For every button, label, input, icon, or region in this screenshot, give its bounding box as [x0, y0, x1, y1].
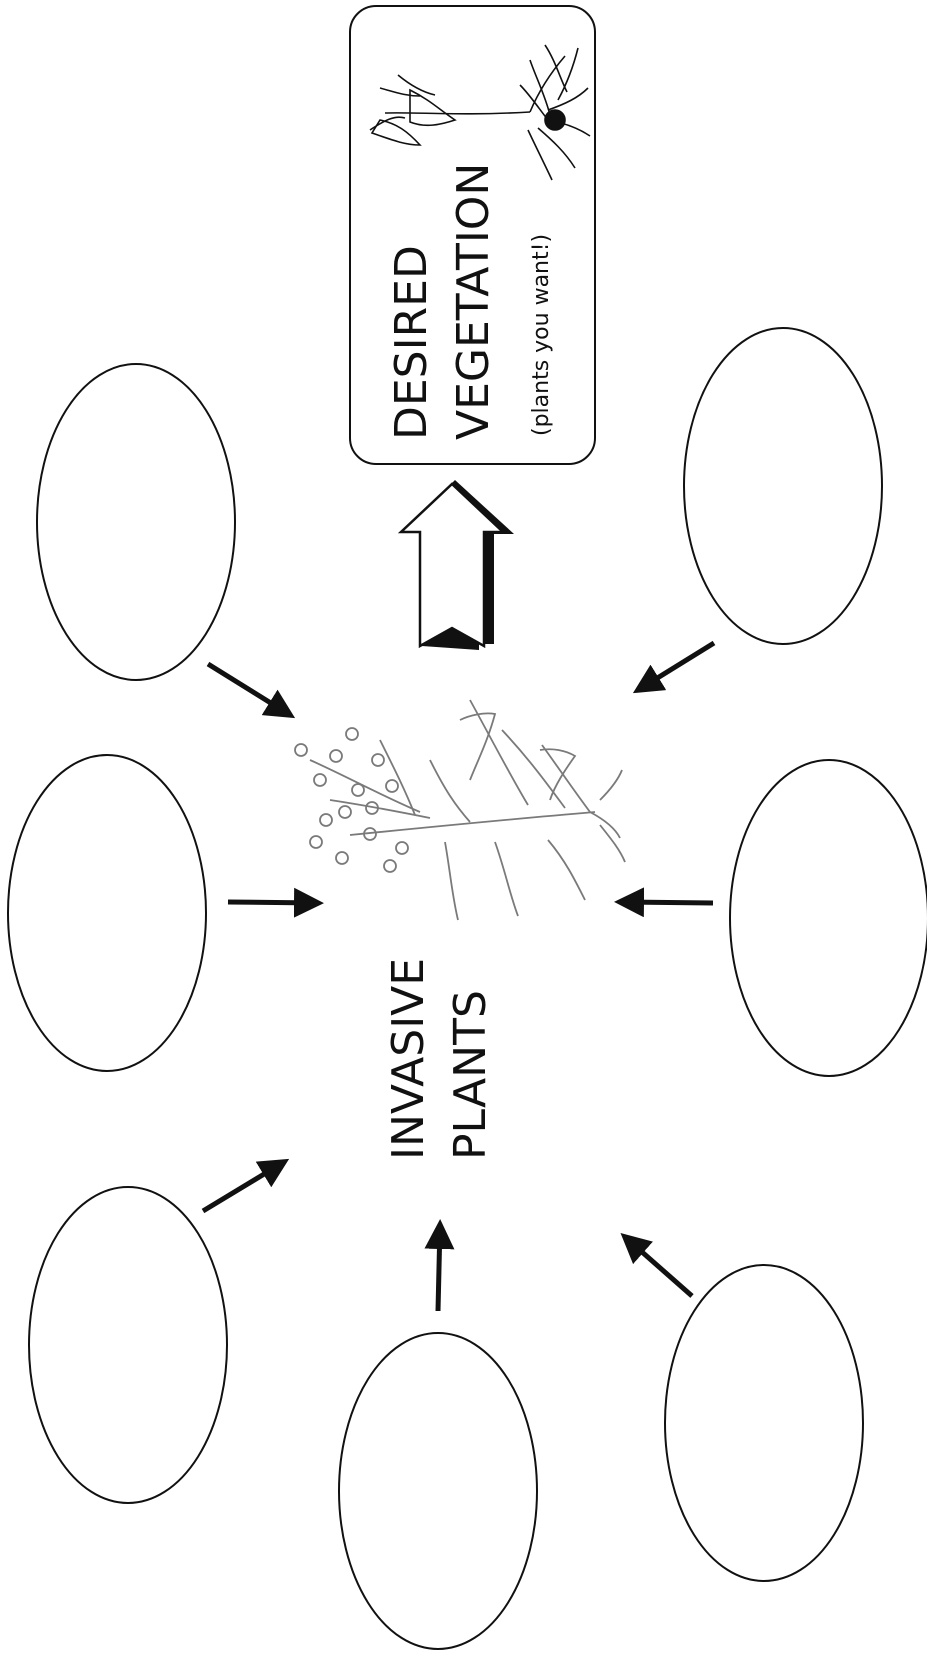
desired-vegetation-box: [349, 5, 596, 465]
connector-arrow-6: [614, 887, 714, 918]
blank-oval-7[interactable]: [683, 327, 883, 645]
block-arrow-icon: [397, 480, 514, 650]
blank-oval-1[interactable]: [36, 363, 236, 681]
blank-oval-4[interactable]: [338, 1332, 538, 1650]
desired-plant-illustration: [369, 44, 591, 181]
center-label-line2: PLANTS: [445, 990, 496, 1160]
connector-arrow-5: [620, 1233, 694, 1298]
blank-oval-6[interactable]: [729, 759, 927, 1077]
blank-oval-2[interactable]: [7, 754, 207, 1072]
connector-arrow-4: [424, 1219, 455, 1312]
invasive-plant-illustration: [294, 699, 626, 921]
blank-oval-3[interactable]: [28, 1186, 228, 1504]
connector-arrow-3: [201, 1158, 290, 1214]
desired-title-line2: VEGETATION: [448, 163, 499, 440]
connector-arrow-1: [206, 661, 296, 719]
desired-title-line1: DESIRED: [386, 245, 437, 440]
connector-arrow-7: [632, 640, 716, 694]
blank-oval-5[interactable]: [664, 1264, 864, 1582]
desired-subtitle: (plants you want!): [529, 234, 554, 436]
center-label-line1: INVASIVE: [383, 958, 434, 1160]
connector-arrow-2: [227, 887, 324, 918]
